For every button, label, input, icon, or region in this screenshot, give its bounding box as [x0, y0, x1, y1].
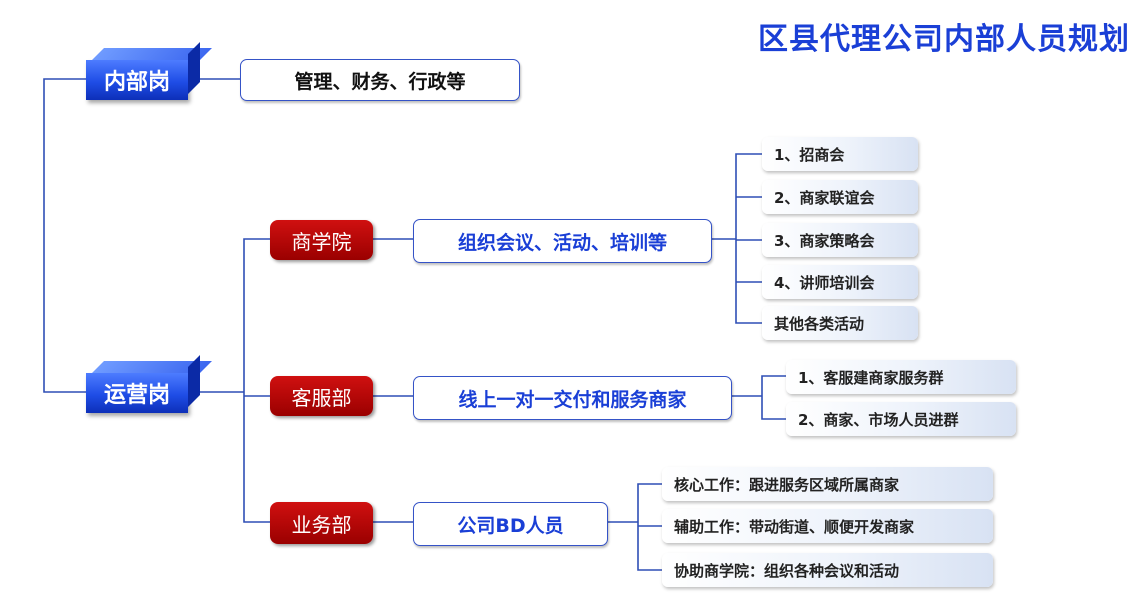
customer-service-desc: 线上一对一交付和服务商家 [413, 376, 732, 420]
business-school-item: 4、讲师培训会 [762, 265, 918, 299]
business-school-item: 2、商家联谊会 [762, 180, 918, 214]
dept-business-school: 商学院 [270, 220, 373, 260]
sales-item: 协助商学院：组织各种会议和活动 [662, 553, 993, 587]
business-school-desc: 组织会议、活动、培训等 [413, 219, 712, 263]
operations-post-label: 运营岗 [103, 383, 170, 408]
business-school-item: 1、招商会 [762, 137, 918, 171]
business-school-item: 其他各类活动 [762, 306, 918, 340]
customer-service-item: 2、商家、市场人员进群 [786, 402, 1016, 436]
dept-customer-service: 客服部 [270, 376, 373, 416]
internal-post-node: 内部岗 [86, 60, 188, 100]
business-school-item: 3、商家策略会 [762, 223, 918, 257]
customer-service-item: 1、客服建商家服务群 [786, 360, 1016, 394]
sales-desc: 公司BD人员 [413, 502, 608, 546]
internal-post-desc: 管理、财务、行政等 [240, 59, 520, 101]
internal-post-label: 内部岗 [103, 70, 170, 95]
dept-sales: 业务部 [270, 502, 373, 544]
sales-item: 辅助工作：带动街道、顺便开发商家 [662, 509, 993, 543]
operations-post-node: 运营岗 [86, 373, 188, 413]
sales-item: 核心工作：跟进服务区域所属商家 [662, 467, 993, 501]
page-title: 区县代理公司内部人员规划 [758, 22, 1130, 57]
